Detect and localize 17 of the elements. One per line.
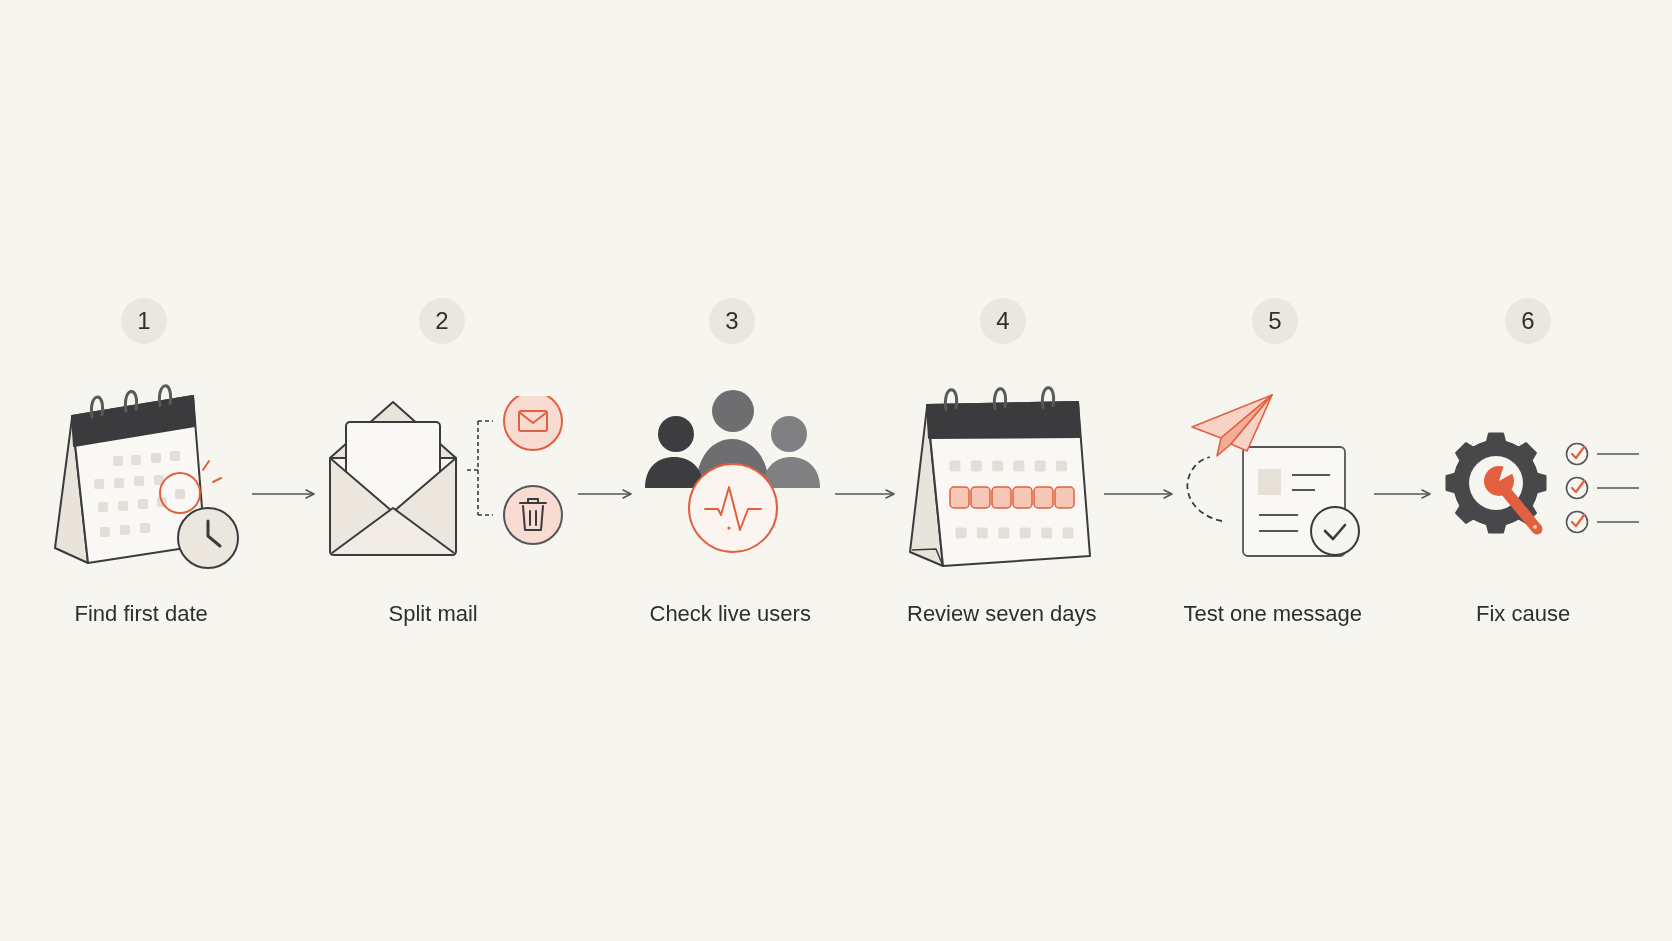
arrow [577, 489, 632, 499]
step-caption: Fix cause [1476, 600, 1571, 628]
step-number: 4 [980, 298, 1026, 344]
step-number: 2 [419, 298, 465, 344]
step-number: 1 [121, 298, 167, 344]
step-caption: Check live users [649, 600, 811, 628]
step-caption: Split mail [388, 600, 478, 628]
arrow [1373, 489, 1431, 499]
step-number: 3 [709, 298, 755, 344]
step-caption: Test one message [1183, 600, 1363, 628]
step-caption: Find first date [74, 600, 208, 628]
step-number: 6 [1505, 298, 1551, 344]
arrow [251, 489, 315, 499]
arrow [834, 489, 895, 499]
step-caption: Review seven days [907, 600, 1097, 628]
arrow [1103, 489, 1173, 499]
step-number: 5 [1252, 298, 1298, 344]
